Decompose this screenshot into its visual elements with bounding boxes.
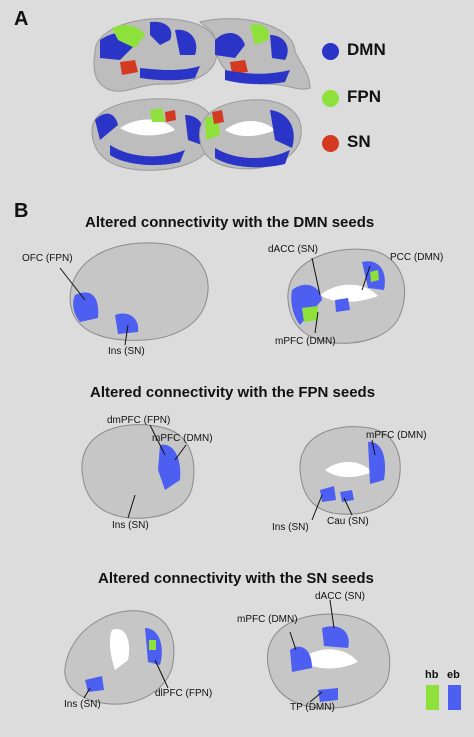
label-ins-sn-frontal: Ins (SN) xyxy=(112,520,149,531)
sn-medial-brain xyxy=(266,613,391,709)
label-mpfc-dmn-frontal: mPFC (DMN) xyxy=(152,433,213,444)
panel-b-label: B xyxy=(14,200,29,222)
dmn-row-heading: Altered connectivity with the DMN seeds xyxy=(85,214,375,231)
label-pcc-dmn: PCC (DMN) xyxy=(390,252,444,263)
legend-dot-sn xyxy=(322,135,339,152)
legend-dot-fpn xyxy=(322,90,339,107)
panel-a-lateral-left-brain xyxy=(93,18,219,92)
label-cau-sn: Cau (SN) xyxy=(327,516,369,527)
group-legend-eb-swatch xyxy=(448,685,461,710)
panel-a-medial-left-brain xyxy=(91,98,215,171)
sn-ventral-brain xyxy=(64,610,175,705)
legend-dot-dmn xyxy=(322,43,339,60)
legend-label-fpn: FPN xyxy=(347,87,381,106)
panel-a-label: A xyxy=(14,8,29,30)
label-ins-sn-ventral: Ins (SN) xyxy=(64,699,101,710)
dmn-medial-brain xyxy=(287,248,405,344)
label-mpfc-dmn: mPFC (DMN) xyxy=(275,336,336,347)
label-dacc-sn: dACC (SN) xyxy=(268,244,319,255)
legend-label-sn: SN xyxy=(347,132,371,151)
label-mpfc-dmn-sn: mPFC (DMN) xyxy=(237,614,298,625)
group-legend-hb-label: hb xyxy=(425,669,439,681)
fpn-medial-brain xyxy=(299,426,401,515)
label-ins-sn-medial: Ins (SN) xyxy=(272,522,309,533)
label-tp-dmn: TP (DMN) xyxy=(290,702,335,713)
fpn-row-heading: Altered connectivity with the FPN seeds xyxy=(90,384,376,401)
annotation-arrows xyxy=(59,257,376,703)
label-dmpfc-fpn: dmPFC (FPN) xyxy=(107,415,171,426)
label-dlpfc-fpn: dlPFC (FPN) xyxy=(155,688,213,699)
label-dacc-sn-medial: dACC (SN) xyxy=(315,591,366,602)
label-mpfc-dmn-medial: mPFC (DMN) xyxy=(366,430,427,441)
panel-a-medial-right-brain xyxy=(199,99,302,170)
panel-a-lateral-right-brain xyxy=(198,18,311,90)
fpn-frontal-brain xyxy=(81,424,195,519)
group-legend-eb-label: eb xyxy=(447,669,460,681)
label-ofc-fpn: OFC (FPN) xyxy=(22,253,73,264)
label-ins-sn: Ins (SN) xyxy=(108,346,145,357)
sn-row-heading: Altered connectivity with the SN seeds xyxy=(98,570,374,587)
group-legend-hb-swatch xyxy=(426,685,439,710)
dmn-lateral-brain xyxy=(69,242,209,341)
legend-label-dmn: DMN xyxy=(347,40,386,59)
